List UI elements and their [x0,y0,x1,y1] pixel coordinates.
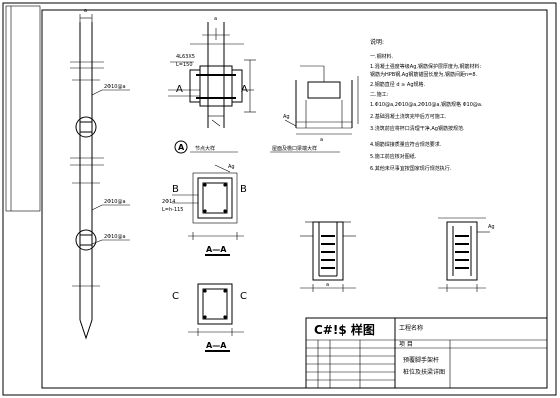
notes-line-8: 3.浇筑前应将杯口清理干净,Ag钢筋按规范. [370,125,465,132]
section-label-b: B [172,184,179,195]
notes-line-7: 2.基础混凝土浇筑完毕后方可施工. [370,113,447,120]
node-note-2: L=150 [176,62,193,68]
binding-margin [5,5,41,212]
node-note-1: 4L63X5 [176,54,195,60]
pole-dim-a: a [84,8,87,14]
notes-line-3: 钢筋为HPB钢,Ag钢筋锚固长度为,钢筋间距n=8. [370,71,478,78]
title-project-label: 工程名称 [399,324,423,332]
section-b-note-2: L=h-115 [162,207,184,213]
detail-callout-circle [174,140,188,154]
title-drawing-name: C#!$ 样图 [314,322,375,337]
notes-line-4: 2.钢筋直径 d ≥ Ag规格. [370,81,425,88]
section-label-b-right: B [240,184,247,195]
ag-label-1: Ag [228,164,235,170]
section-b-note-1: 2Φ14 [162,199,175,205]
notes-line-11: 6.其他未尽事宜按国家现行规范执行. [370,165,452,172]
eave-detail [284,65,359,135]
section-c-detail [188,283,244,352]
pole-note-2: 2Φ10@a [104,199,126,205]
title-drawing-title-1: 预覆脚手架杆 [403,356,439,364]
inner-frame [41,9,548,389]
title-drawing-title-2: 桩位及扶梁详图 [403,368,445,376]
foundation-detail-2 [438,217,490,292]
ag-label-3: Ag [488,224,495,230]
notes-line-10: 5.施工前应核对图纸. [370,153,417,160]
notes-line-1: 一.钢材料. [370,53,394,60]
foundation-1-dim-a: a [326,282,329,288]
notes-line-9: 4.钢筋焊接质量应符合规范要求. [370,141,442,148]
eave-dim-a: a [320,137,323,143]
pole-note-1: 2Φ10@a [104,84,126,90]
notes-line-5: 二.施工: [370,91,389,98]
section-label-a-right: A [241,84,248,95]
notes-heading: 说明: [370,38,384,46]
detail-callout-letter: A [178,143,185,152]
ag-label-2: Ag [283,114,290,120]
title-block [305,317,548,389]
section-aa-title-1: A—A [206,245,227,254]
foundation-detail-1 [300,221,356,292]
pole-note-3: 2Φ10@a [104,234,126,240]
section-label-c-right: C [240,291,247,302]
notes-line-2: 1.混凝土强度等级Ag,钢筋保护层厚度为,钢筋材料: [370,63,482,70]
node-detail [168,22,256,128]
section-label-c: C [172,291,179,302]
notes-block: 说明: 一.钢材料. 1.混凝土强度等级Ag,钢筋保护层厚度为,钢筋材料: 钢筋… [370,38,483,172]
detail-caption-1: 节点大样 [195,145,215,152]
pole-elevation [70,14,130,340]
title-item-label: 项 目 [399,341,413,348]
detail-caption-2: 屋面及檐口梁端大样 [272,145,317,152]
notes-line-6: 1.Φ10@a,2Φ10@a,2Φ10@a,钢筋规格 Φ10@a. [370,101,483,108]
section-label-a: A [176,84,183,95]
node-dim-a: a [214,16,217,22]
section-b-detail [172,164,244,256]
section-aa-title-2: A—A [206,341,227,350]
